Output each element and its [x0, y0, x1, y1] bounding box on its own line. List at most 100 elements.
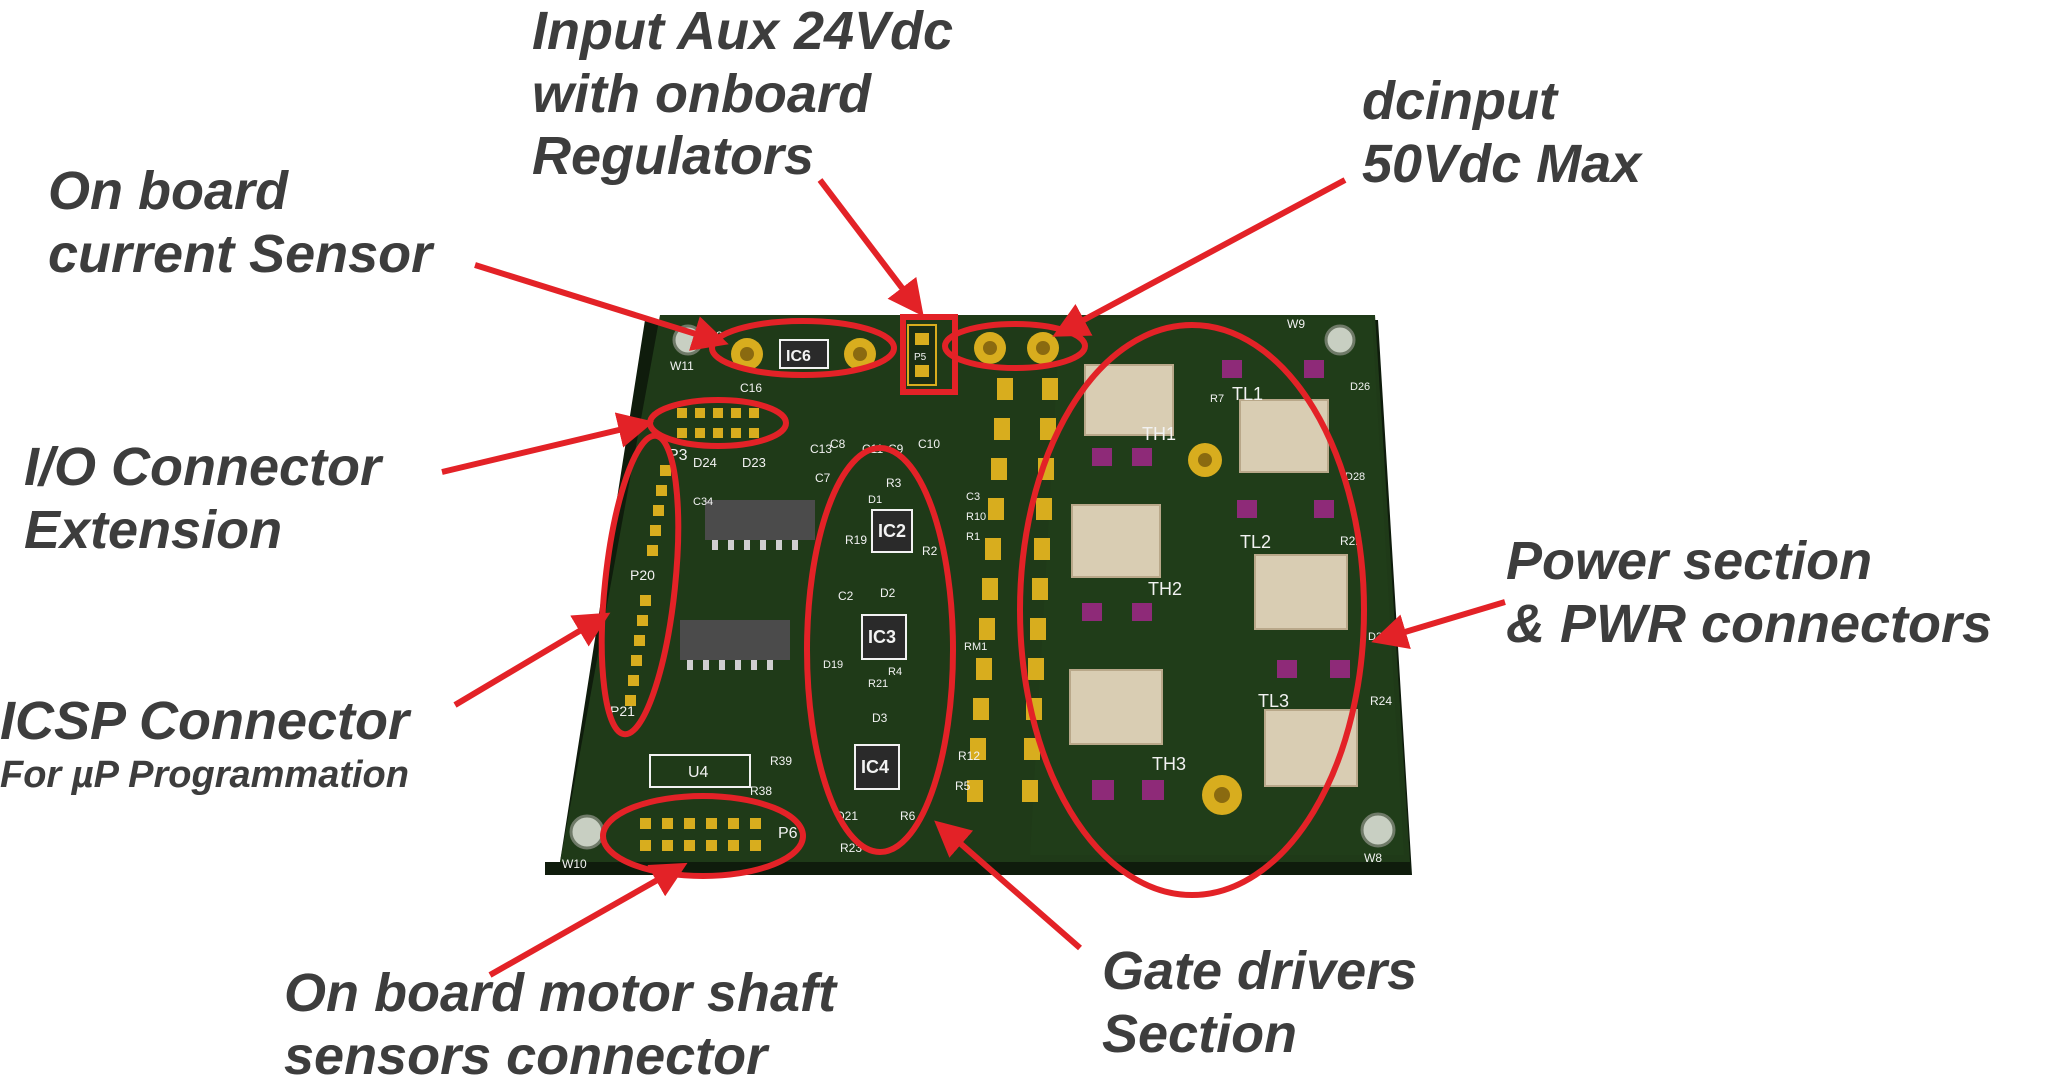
ref-ic6: IC6: [786, 348, 811, 365]
ref-c10: C10: [918, 437, 940, 451]
ref-r38: R38: [750, 784, 772, 798]
aux-input-line3: Regulators: [532, 126, 815, 187]
ref-th1: TH1: [1142, 424, 1176, 444]
ref-r19: R19: [845, 533, 867, 547]
ref-d2: D2: [880, 586, 896, 600]
ref-w10: W10: [562, 857, 587, 871]
smd-columns: [967, 378, 1058, 802]
motor-sensor-line1: On board motor shaft: [284, 963, 836, 1023]
ref-r7: R7: [1210, 393, 1224, 405]
ref-r10: R10: [966, 511, 986, 523]
ref-r24: R24: [1370, 694, 1392, 708]
ref-th3: TH3: [1152, 754, 1186, 774]
ref-p20: P20: [630, 567, 655, 583]
gate-drivers-line2: Section: [1102, 1003, 1298, 1064]
ref-r4: R4: [888, 666, 902, 678]
ref-d26: D26: [1350, 381, 1370, 393]
mounting-hole: [569, 814, 605, 850]
icsp-line2: For µP Programmation: [0, 753, 409, 796]
aux-input-line1: Input Aux 24Vdc: [532, 1, 954, 61]
ref-r21: R21: [868, 678, 888, 690]
mounting-holes: [569, 324, 1396, 850]
mounting-hole: [1360, 812, 1396, 848]
ref-c8: C8: [830, 437, 846, 451]
gate-driver-chips: [854, 509, 913, 790]
ref-d23: D23: [742, 455, 766, 470]
aux-input-line2: with onboard: [532, 63, 871, 124]
dcinput-line2: 50Vdc Max: [1362, 133, 1642, 194]
current-sensor-line1: On board: [48, 161, 288, 221]
soic-chips: [649, 500, 815, 788]
ref-c34: C34: [693, 496, 713, 508]
ref-r2: R2: [922, 544, 938, 558]
power-section-line1: Power section: [1506, 531, 1873, 591]
gate-drivers-ellipse: [804, 445, 956, 855]
motor-sensor-ellipse: [600, 793, 806, 879]
ref-tl3: TL3: [1258, 691, 1289, 711]
ref-d19: D19: [823, 659, 843, 671]
ref-w9: W9: [1287, 317, 1305, 331]
dcinput-ellipse: [942, 321, 1088, 371]
arrow-motor-sensor: [488, 862, 688, 978]
ref-r39: R39: [770, 754, 792, 768]
ref-r5: R5: [955, 779, 971, 793]
silkscreen-text: IC6 IC2 IC3 IC4 U4 TH1 TH2 TH3 TL1 TL2 T…: [562, 317, 1392, 871]
power-terminals: [1188, 443, 1242, 815]
arrow-io-connector: [441, 412, 655, 475]
io-connector-label: I/O Connector Extension: [24, 436, 381, 561]
ref-rm1: RM1: [964, 641, 987, 653]
power-section-ellipse: [1017, 322, 1367, 898]
ref-c16: C16: [740, 381, 762, 395]
top-pads: [731, 324, 1059, 386]
ref-d24: D24: [693, 455, 717, 470]
ref-r3: R3: [886, 476, 902, 490]
motor-sensor-label: On board motor shaft sensors connector: [284, 962, 836, 1087]
ref-u4: U4: [688, 764, 709, 781]
ref-ic4: IC4: [861, 757, 889, 777]
gate-drivers-label: Gate drivers Section: [1102, 940, 1417, 1065]
ref-c3: C3: [966, 491, 980, 503]
icsp-line1: ICSP Connector: [0, 691, 410, 751]
gate-drivers-line1: Gate drivers: [1102, 941, 1418, 1001]
left-headers: [625, 465, 671, 706]
io-connector-line2: Extension: [24, 499, 283, 560]
arrow-gate-drivers: [934, 820, 1082, 951]
ref-d28: D28: [1345, 471, 1365, 483]
annotation-arrows: [441, 177, 1506, 978]
ref-d3: D3: [872, 711, 888, 725]
annotations: [598, 314, 1367, 898]
current-sensor-label: On board current Sensor: [48, 160, 432, 285]
arrow-current-sensor: [474, 262, 729, 351]
aux-input-label: Input Aux 24Vdc with onboard Regulators: [532, 0, 953, 188]
mounting-hole: [1324, 324, 1356, 356]
arrow-dcinput: [1052, 177, 1347, 337]
arrow-power-section: [1371, 599, 1506, 650]
mosfet-pads: [1082, 360, 1350, 800]
ref-w8: W8: [1364, 851, 1382, 865]
ref-r1: R1: [966, 531, 980, 543]
ref-ic3: IC3: [868, 627, 896, 647]
ref-tl1: TL1: [1232, 384, 1263, 404]
arrow-aux-input: [817, 178, 924, 317]
ref-c2: C2: [838, 589, 854, 603]
dcinput-line1: dcinput: [1362, 71, 1557, 131]
ref-w11: W11: [670, 359, 694, 373]
arrow-icsp: [453, 612, 611, 708]
power-section-line2: & PWR connectors: [1506, 593, 1993, 654]
motor-sensor-line2: sensors connector: [284, 1025, 768, 1086]
ref-r12: R12: [958, 749, 980, 763]
ref-th2: TH2: [1148, 579, 1182, 599]
ref-p5: P5: [914, 352, 927, 363]
ref-tl2: TL2: [1240, 532, 1271, 552]
motor-sensor-header: [640, 818, 761, 851]
power-section-label: Power section & PWR connectors: [1506, 530, 1992, 655]
ref-c7: C7: [815, 471, 831, 485]
io-header: [677, 408, 759, 438]
ic6-chip: [779, 339, 829, 369]
ref-c13: C13: [810, 442, 832, 456]
ref-p21: P21: [610, 703, 635, 719]
icsp-ellipse: [598, 432, 682, 738]
ref-p6: P6: [778, 825, 798, 842]
soic-pins: [687, 540, 798, 670]
